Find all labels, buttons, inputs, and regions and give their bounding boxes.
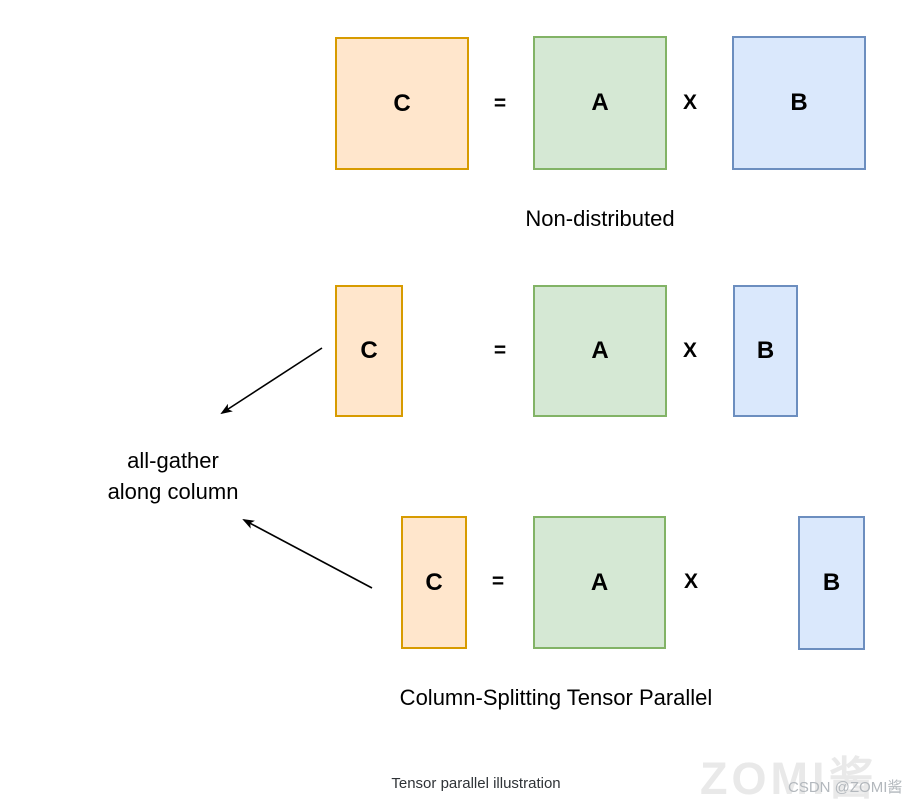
zomi-watermark-large: ZOMI酱 bbox=[700, 753, 878, 801]
all-gather-annotation-line1: all-gather bbox=[127, 448, 219, 473]
matrix-a-label: A bbox=[591, 89, 609, 116]
caption-column-splitting: Column-Splitting Tensor Parallel bbox=[399, 685, 713, 710]
matrix-b-shard-bottom: B bbox=[798, 516, 865, 650]
matrix-a-label: A bbox=[591, 337, 609, 364]
equals-operator-row2: = bbox=[493, 339, 507, 362]
matrix-c-label: C bbox=[393, 89, 411, 117]
all-gather-annotation-line2: along column bbox=[107, 479, 239, 504]
equals-operator-row1: = bbox=[493, 92, 507, 115]
matrix-c-shard-top: C bbox=[335, 285, 403, 417]
multiply-operator-row1: X bbox=[682, 91, 698, 114]
matrix-b-label: B bbox=[790, 89, 808, 116]
multiply-operator-row3: X bbox=[683, 570, 699, 593]
matrix-b-label: B bbox=[822, 569, 841, 596]
matrix-c-label: C bbox=[360, 337, 378, 364]
all-gather-arrow-middle bbox=[220, 347, 323, 415]
matrix-b-nondistributed: B bbox=[732, 36, 866, 170]
equals-operator-row3: = bbox=[491, 570, 505, 593]
matrix-c-label: C bbox=[425, 568, 443, 596]
matrix-a-label: A bbox=[590, 568, 609, 596]
matrix-b-shard-top: B bbox=[733, 285, 798, 417]
caption-non-distributed: Non-distributed bbox=[525, 206, 675, 231]
matrix-a-shard-top: A bbox=[533, 285, 667, 417]
all-gather-arrow-bottom bbox=[242, 519, 373, 589]
matrix-c-shard-bottom: C bbox=[401, 516, 467, 649]
matrix-b-label: B bbox=[756, 337, 775, 364]
csdn-watermark-small: CSDN @ZOMI酱 bbox=[788, 779, 903, 796]
matrix-a-shard-bottom: A bbox=[533, 516, 666, 649]
figure-caption: Tensor parallel illustration bbox=[391, 775, 561, 792]
matrix-a-nondistributed: A bbox=[533, 36, 667, 170]
all-gather-annotation: all-gather along column bbox=[75, 445, 271, 507]
matrix-c-nondistributed: C bbox=[335, 37, 469, 170]
multiply-operator-row2: X bbox=[682, 339, 698, 362]
